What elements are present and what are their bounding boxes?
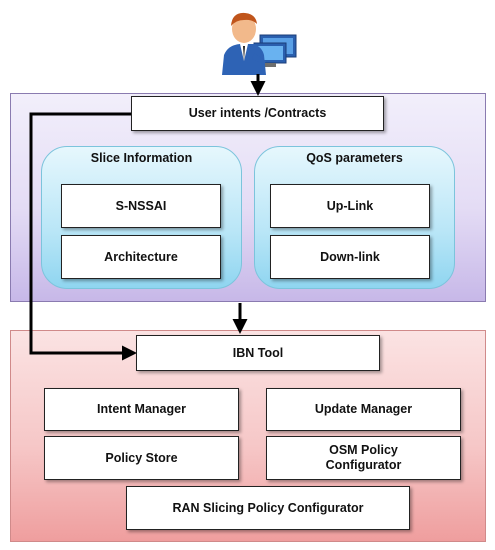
ran-slicing-label: RAN Slicing Policy Configurator: [172, 500, 364, 515]
ran-slicing-policy-configurator-box: RAN Slicing Policy Configurator: [126, 486, 410, 530]
osm-policy-configurator-box: OSM Policy Configurator: [266, 436, 461, 480]
down-link-box: Down-link: [270, 235, 430, 279]
down-link-label: Down-link: [320, 249, 380, 264]
ibn-tool-label: IBN Tool: [232, 345, 284, 360]
osm-policy-label-line2: Configurator: [325, 458, 402, 472]
arrow-intents-to-ibn: [29, 112, 137, 361]
user-at-computer-icon: [214, 9, 300, 75]
policy-store-box: Policy Store: [44, 436, 239, 480]
user-intents-label: User intents /Contracts: [188, 106, 327, 120]
intent-manager-box: Intent Manager: [44, 388, 239, 431]
slice-information-title: Slice Information: [90, 151, 193, 165]
update-manager-label: Update Manager: [314, 402, 413, 416]
qos-parameters-title: QoS parameters: [306, 151, 403, 165]
update-manager-box: Update Manager: [266, 388, 461, 431]
architecture-box: Architecture: [61, 235, 221, 279]
up-link-label: Up-Link: [326, 198, 374, 213]
architecture-label: Architecture: [104, 249, 178, 264]
s-nssai-box: S-NSSAI: [61, 184, 221, 228]
policy-store-label: Policy Store: [105, 450, 178, 465]
intent-manager-label: Intent Manager: [97, 402, 186, 416]
user-intents-box: User intents /Contracts: [131, 96, 384, 131]
up-link-box: Up-Link: [270, 184, 430, 228]
osm-policy-label-line1: OSM Policy: [329, 443, 398, 457]
s-nssai-label: S-NSSAI: [115, 198, 167, 213]
ibn-tool-box: IBN Tool: [136, 335, 380, 371]
